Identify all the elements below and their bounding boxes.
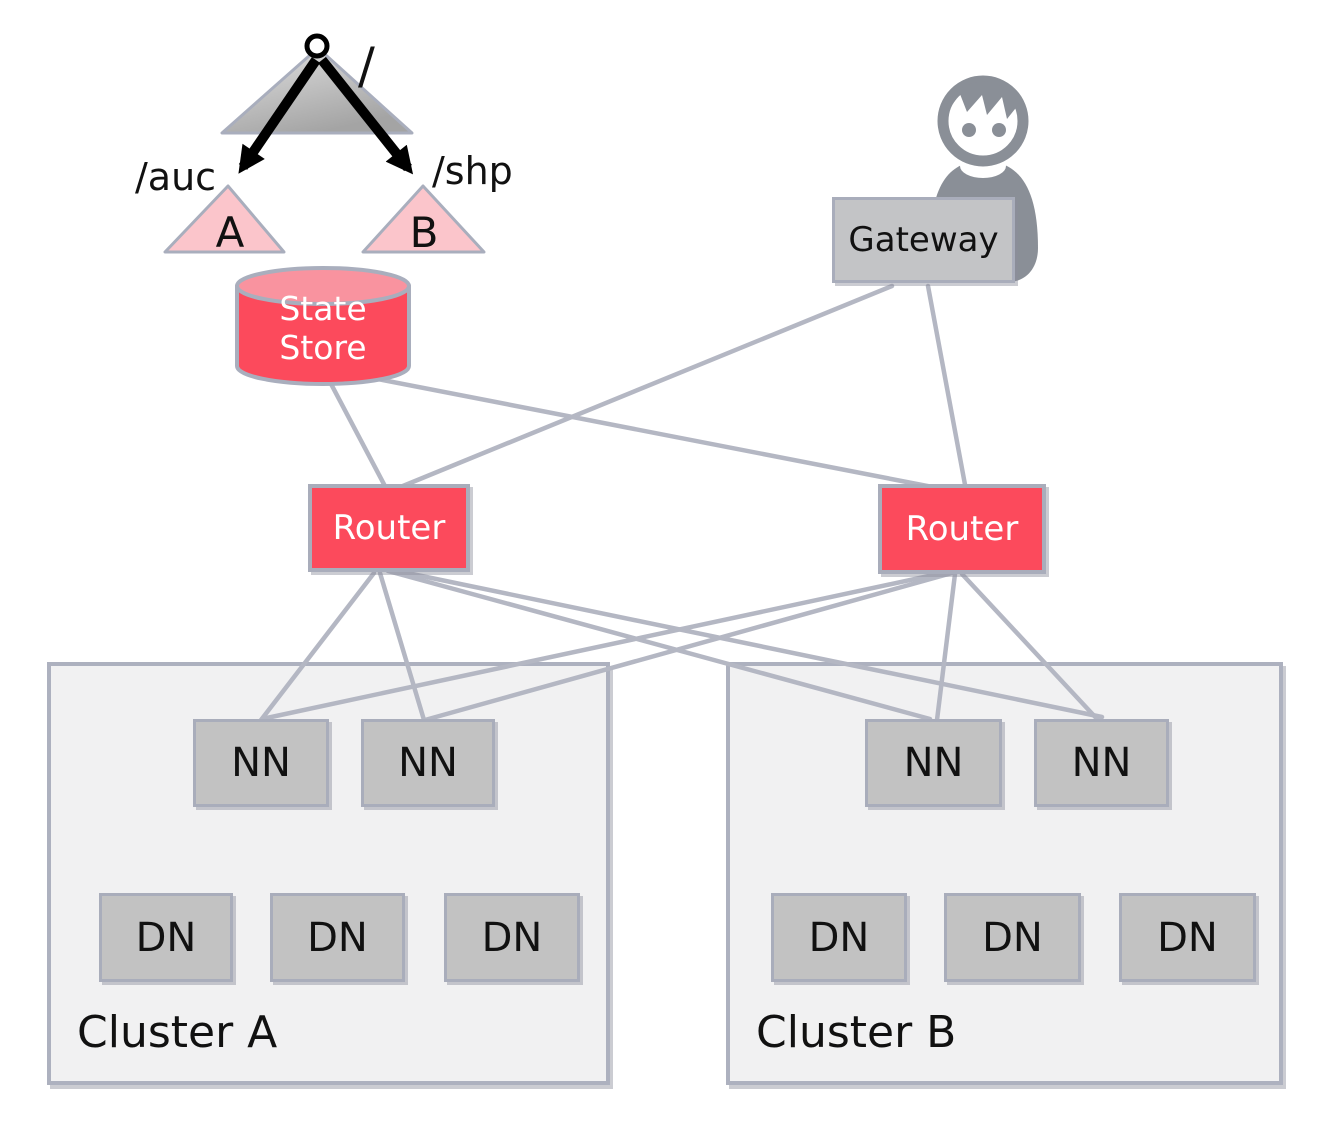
connector-statestore-routerleft bbox=[327, 379, 389, 491]
mount-path-auc-label: /auc bbox=[135, 155, 216, 199]
datanode-label: DN bbox=[135, 914, 197, 961]
cluster-b-datanode-3: DN bbox=[1119, 893, 1256, 982]
namenode-label: NN bbox=[1071, 740, 1132, 786]
connector-gateway-routerleft bbox=[395, 283, 895, 491]
cluster-a-datanode-2: DN bbox=[270, 893, 405, 982]
cluster-a-namenode-1: NN bbox=[193, 719, 329, 807]
router-left-label: Router bbox=[332, 508, 446, 548]
datanode-label: DN bbox=[808, 914, 870, 961]
user-eye-right bbox=[992, 123, 1006, 137]
connector-statestore-routerright bbox=[359, 373, 951, 493]
subtree-b-label: B bbox=[410, 208, 439, 257]
cluster-b-box: Cluster B bbox=[726, 662, 1283, 1085]
state-store-label-line2: Store bbox=[279, 328, 366, 367]
datanode-label: DN bbox=[1157, 914, 1218, 961]
connector-routerright-nn-b2 bbox=[959, 571, 1101, 723]
cluster-b-label: Cluster B bbox=[756, 1007, 957, 1058]
router-right-label: Router bbox=[905, 509, 1019, 549]
namenode-label: NN bbox=[231, 740, 291, 786]
connector-routerright-nn-a2 bbox=[422, 570, 955, 723]
root-path-label: / bbox=[358, 37, 375, 95]
mount-tree: / /auc /shp A B bbox=[135, 33, 513, 257]
datanode-label: DN bbox=[307, 914, 368, 961]
subtree-a-triangle bbox=[163, 184, 286, 254]
cluster-a-datanode-1: DN bbox=[99, 893, 233, 982]
gateway-box: Gateway bbox=[832, 197, 1015, 283]
gateway-label: Gateway bbox=[848, 220, 999, 260]
subtree-a-label: A bbox=[216, 208, 245, 257]
cluster-a-datanode-3: DN bbox=[444, 893, 580, 982]
state-store-label-line1: State bbox=[279, 289, 366, 328]
connector-gateway-routerright bbox=[925, 283, 969, 493]
namenode-label: NN bbox=[398, 740, 458, 786]
datanode-label: DN bbox=[982, 914, 1043, 961]
cluster-b-namenode-1: NN bbox=[865, 719, 1002, 807]
user-hair bbox=[946, 81, 1019, 119]
mount-arrow-left bbox=[238, 57, 321, 174]
state-store-cylinder: State Store bbox=[235, 266, 411, 386]
connector-routerright-nn-a1 bbox=[259, 568, 955, 722]
cluster-b-namenode-2: NN bbox=[1034, 719, 1169, 807]
state-store-body bbox=[235, 284, 411, 386]
subtree-b-triangle bbox=[361, 184, 486, 254]
cluster-a-label: Cluster A bbox=[77, 1007, 278, 1058]
connector-routerleft-nn-b2 bbox=[385, 566, 1105, 720]
cluster-b-datanode-1: DN bbox=[771, 893, 907, 982]
cluster-a-namenode-2: NN bbox=[361, 719, 495, 807]
connector-routerleft-nn-a2 bbox=[377, 570, 427, 723]
connector-routerleft-nn-a1 bbox=[258, 570, 377, 723]
connector-routerright-nn-b1 bbox=[934, 571, 958, 723]
cluster-b-datanode-2: DN bbox=[944, 893, 1081, 982]
mount-path-shp-label: /shp bbox=[432, 149, 513, 193]
datanode-label: DN bbox=[481, 914, 543, 961]
router-left-box: Router bbox=[308, 484, 470, 572]
state-store-top bbox=[235, 266, 411, 306]
connector-routerleft-nn-b1 bbox=[385, 568, 933, 722]
connector-lines bbox=[258, 283, 1105, 723]
router-right-box: Router bbox=[878, 484, 1046, 574]
root-node-circle bbox=[304, 33, 330, 59]
user-eye-left bbox=[962, 123, 976, 137]
mount-arrow-right bbox=[318, 56, 414, 175]
namenode-label: NN bbox=[903, 740, 964, 786]
